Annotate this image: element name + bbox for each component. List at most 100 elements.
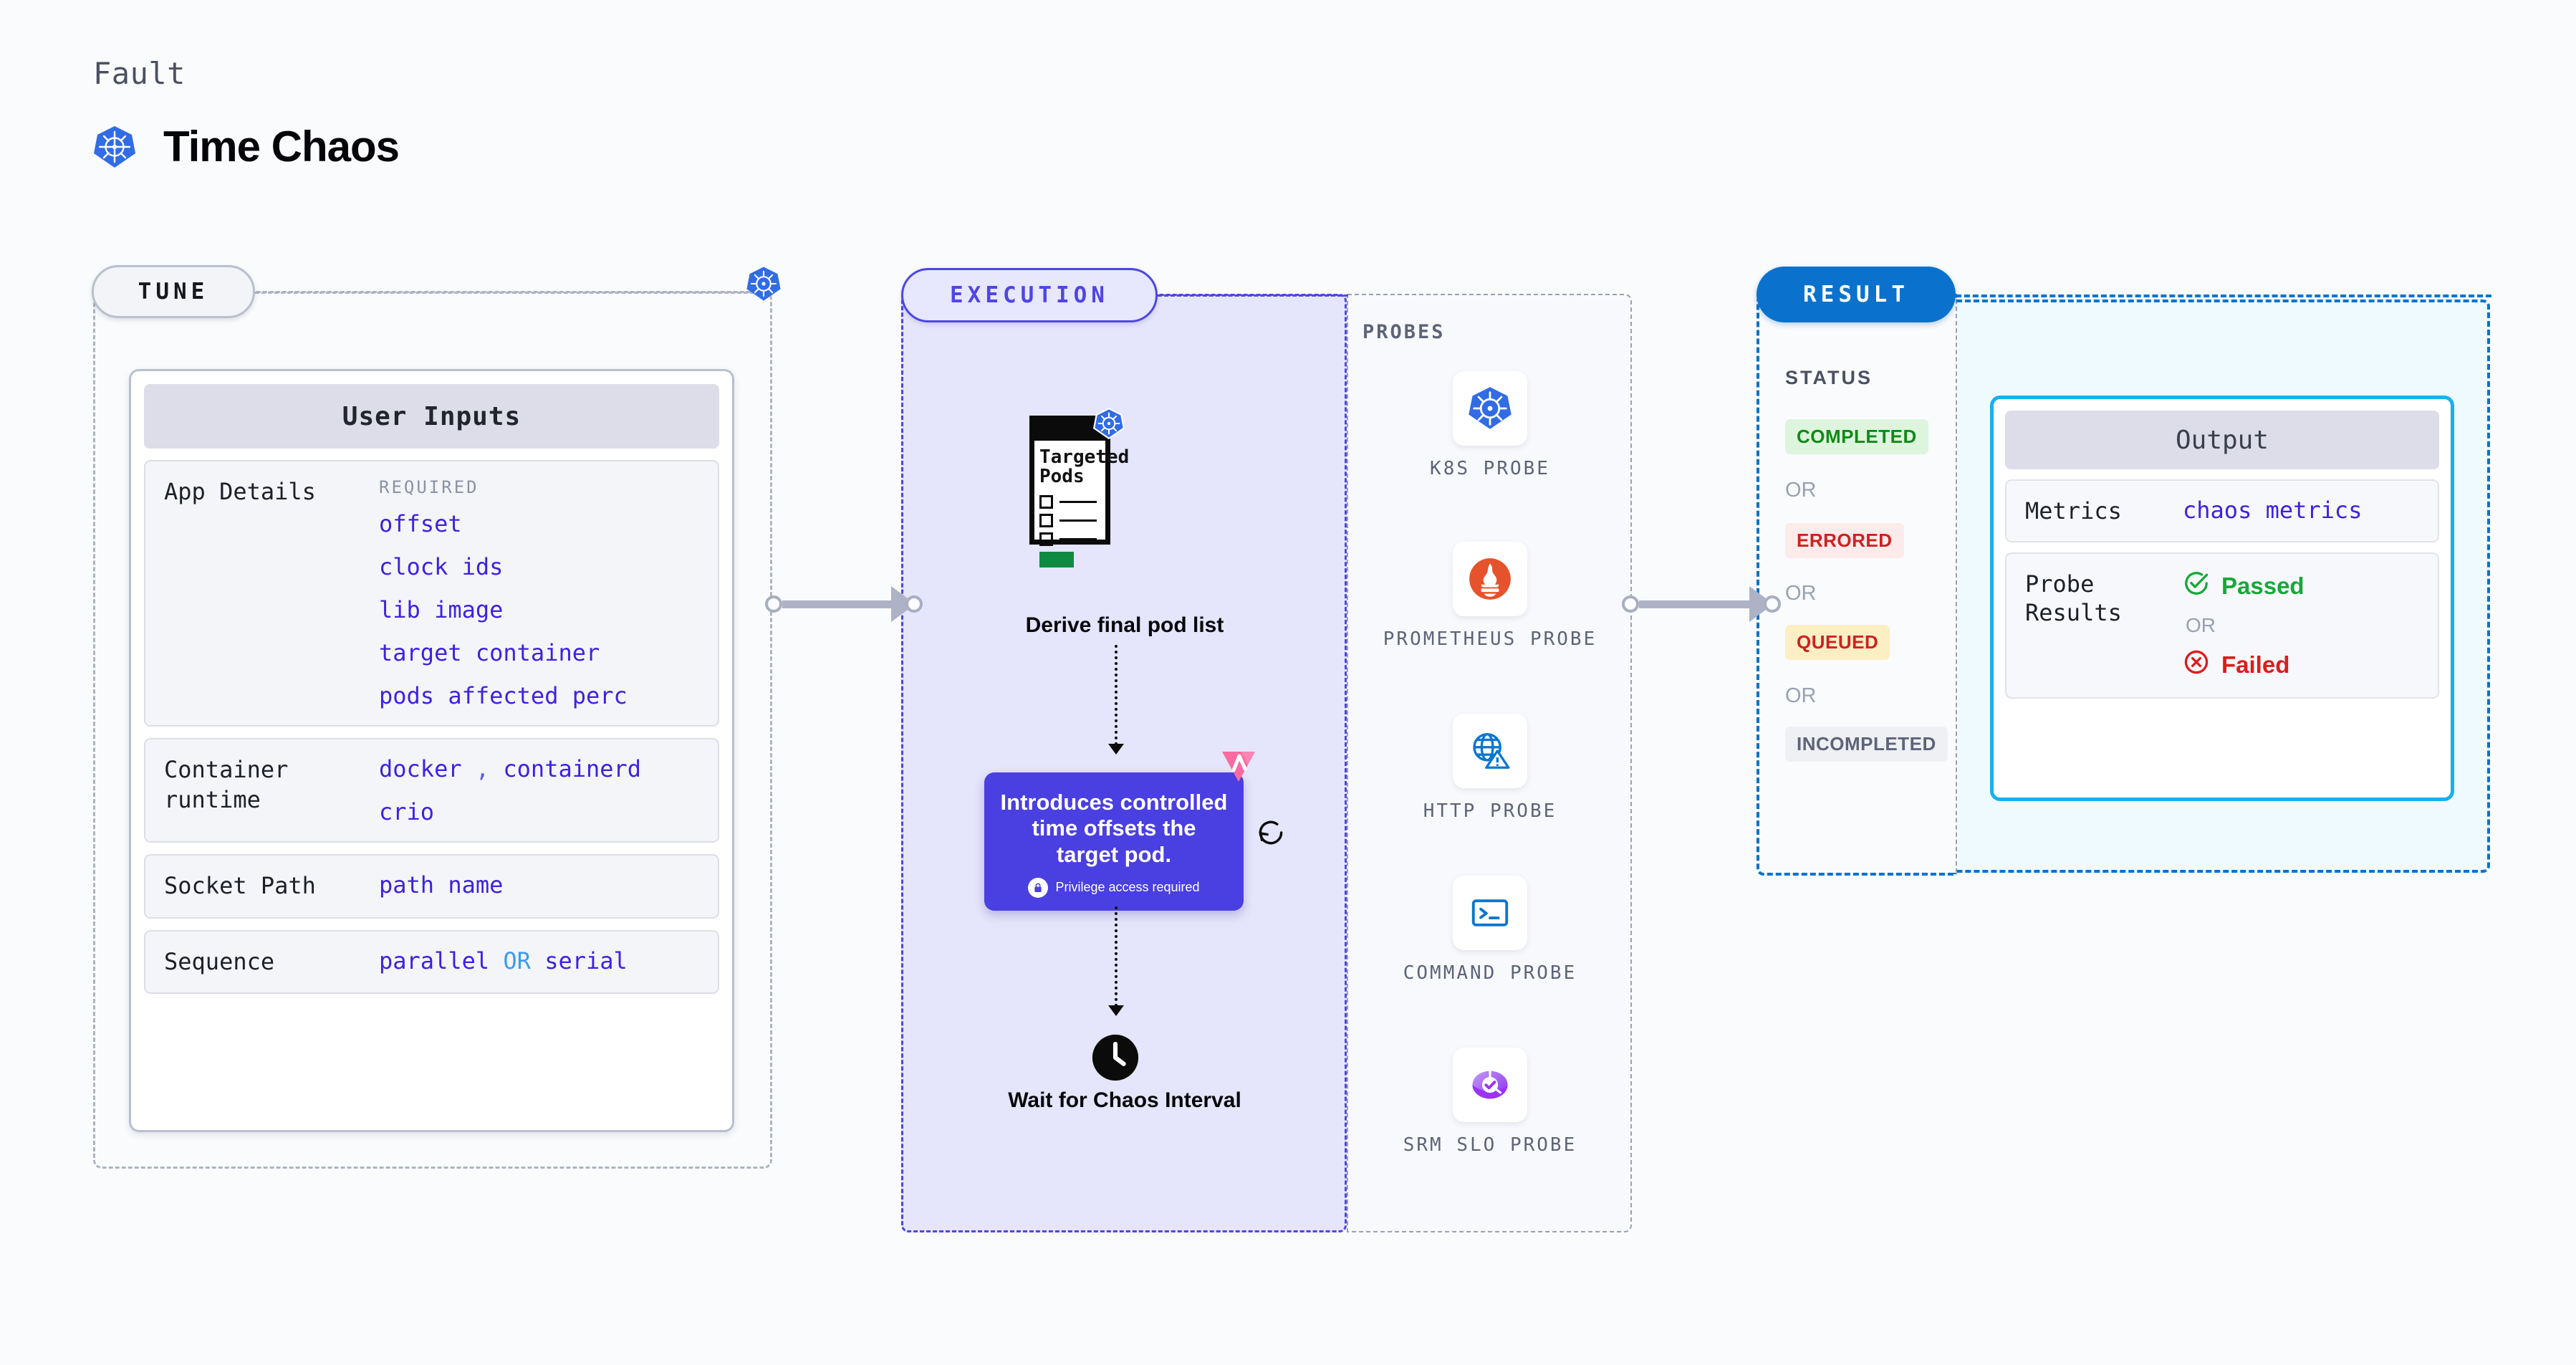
- flow-arrow-line: [1115, 645, 1118, 745]
- result-leader-line: [1956, 294, 2491, 297]
- connector-end-dot: [1764, 595, 1781, 613]
- refresh-icon: [1255, 817, 1287, 852]
- connector-shaft: [782, 600, 893, 608]
- output-card-title: Output: [2005, 411, 2439, 469]
- input-row-socket-path[interactable]: Socket Path path name: [144, 854, 719, 919]
- required-label: REQUIRED: [379, 477, 479, 497]
- page-eyebrow: Fault: [93, 56, 186, 91]
- input-row-label: Container runtime: [164, 756, 289, 813]
- probe-result-or-label: OR: [2186, 614, 2216, 636]
- probes-heading: PROBES: [1363, 321, 1446, 343]
- input-value: offset: [379, 510, 462, 537]
- pod-checklist-item: [1039, 494, 1097, 509]
- page-title: Time Chaos: [163, 123, 400, 171]
- probe-result-passed-label: Passed: [2221, 573, 2305, 599]
- fault-description-callout: Introduces controlled time offsets the t…: [984, 772, 1244, 911]
- execution-leader-line: [1158, 294, 1348, 297]
- input-row-label: Sequence: [164, 947, 275, 975]
- globe-warning-icon: [1453, 714, 1527, 788]
- checkbox-icon: [1039, 513, 1053, 527]
- probe-item-srm-slo[interactable]: SRM SLO PROBE: [1383, 1048, 1597, 1157]
- privilege-access-label: Privilege access required: [1055, 880, 1200, 895]
- terminal-icon: [1453, 876, 1527, 950]
- x-circle-icon: [2183, 648, 2210, 681]
- probe-item-command[interactable]: COMMAND PROBE: [1383, 876, 1597, 985]
- connector-tune-to-execution: [765, 586, 923, 622]
- status-heading: STATUS: [1785, 367, 1873, 388]
- fault-description-text: Introduces controlled time offsets the t…: [1000, 790, 1228, 867]
- probe-item-k8s[interactable]: K8S PROBE: [1383, 371, 1597, 481]
- flow-arrow-line: [1115, 906, 1118, 1007]
- tune-stage-pill[interactable]: TUNE: [92, 265, 255, 318]
- probe-label: HTTP PROBE: [1423, 800, 1557, 822]
- probe-label: PROMETHEUS PROBE: [1383, 628, 1597, 650]
- result-status-frame: [1756, 294, 1957, 876]
- input-row-label: Socket Path: [164, 872, 316, 899]
- input-value: parallel OR serial: [379, 947, 628, 974]
- kubernetes-icon: [92, 124, 138, 170]
- execution-stage-pill[interactable]: EXECUTION: [901, 268, 1158, 322]
- tune-leader-line: [255, 292, 774, 294]
- status-or-label: OR: [1785, 479, 1817, 502]
- kubernetes-icon: [1453, 371, 1527, 446]
- user-inputs-card: User Inputs App Details REQUIRED offset …: [129, 369, 734, 1132]
- output-row-metrics: Metrics chaos metrics: [2005, 479, 2439, 542]
- user-inputs-title: User Inputs: [144, 384, 719, 449]
- status-badge-incompleted: INCOMPLETED: [1785, 727, 1948, 762]
- probe-item-prometheus[interactable]: PROMETHEUS PROBE: [1383, 542, 1597, 651]
- probe-label: COMMAND PROBE: [1403, 962, 1577, 984]
- probe-label: K8S PROBE: [1430, 458, 1550, 479]
- kubernetes-icon: [1092, 407, 1125, 444]
- status-badge-completed: COMPLETED: [1785, 419, 1928, 454]
- status-or-label: OR: [1785, 684, 1817, 707]
- page-title-row: Time Chaos: [92, 122, 400, 171]
- status-badge-errored: ERRORED: [1785, 523, 1904, 558]
- input-row-container-runtime[interactable]: Container runtime docker , containerd cr…: [144, 738, 719, 843]
- connector-start-dot: [765, 595, 782, 613]
- checkbox-icon: [1039, 532, 1053, 546]
- input-value: lib image: [379, 596, 504, 623]
- status-badge-queued: QUEUED: [1785, 625, 1890, 660]
- pod-progress-bar: [1039, 552, 1074, 567]
- input-value: pods affected perc: [379, 682, 628, 709]
- input-row-label: App Details: [164, 478, 316, 505]
- output-row-probe-results: Probe Results Passed OR: [2005, 552, 2439, 699]
- input-row-app-details[interactable]: App Details REQUIRED offset clock ids li…: [144, 460, 719, 727]
- connector-shaft: [1639, 600, 1751, 608]
- input-value: path name: [379, 871, 504, 899]
- input-row-sequence[interactable]: Sequence parallel OR serial: [144, 929, 719, 995]
- privilege-access-note: Privilege access required: [1000, 877, 1228, 898]
- pod-checklist-item: [1039, 531, 1097, 547]
- flow-arrow-head: [1108, 1005, 1124, 1016]
- result-stage-pill[interactable]: RESULT: [1756, 267, 1956, 322]
- probe-result-failed-label: Failed: [2221, 651, 2290, 678]
- check-circle-icon: [2183, 570, 2210, 603]
- kubernetes-icon: [745, 265, 782, 306]
- connector-execution-to-result: [1622, 586, 1781, 622]
- output-row-label: Metrics: [2025, 497, 2122, 525]
- checkbox-icon: [1039, 494, 1053, 509]
- probe-result-failed: Failed: [2183, 648, 2419, 681]
- output-card: Output Metrics chaos metrics Probe Resul…: [1990, 396, 2454, 801]
- input-value: target container: [379, 639, 600, 666]
- connector-start-dot: [1622, 595, 1639, 613]
- connector-end-dot: [905, 595, 923, 613]
- derive-final-pod-list-label: Derive final pod list: [1025, 613, 1224, 637]
- output-metrics-value: chaos metrics: [2183, 497, 2363, 524]
- line-placeholder: [1059, 537, 1097, 540]
- lock-icon: [1028, 877, 1049, 898]
- targeted-pods-title: Targeted Pods: [1039, 446, 1130, 488]
- probe-item-http[interactable]: HTTP PROBE: [1383, 714, 1597, 823]
- probe-result-passed: Passed: [2183, 570, 2419, 603]
- prometheus-icon: [1453, 542, 1527, 616]
- status-or-label: OR: [1785, 582, 1817, 605]
- probe-label: SRM SLO PROBE: [1403, 1134, 1577, 1156]
- pod-checklist-item: [1039, 512, 1097, 528]
- input-value: crio: [379, 798, 435, 825]
- output-row-label: Probe Results: [2025, 570, 2122, 626]
- input-value: docker , containerd: [379, 755, 642, 782]
- chaos-badge-icon: [1219, 747, 1258, 790]
- line-placeholder: [1059, 500, 1097, 503]
- srm-slo-icon: [1453, 1048, 1527, 1122]
- input-value: clock ids: [379, 553, 504, 580]
